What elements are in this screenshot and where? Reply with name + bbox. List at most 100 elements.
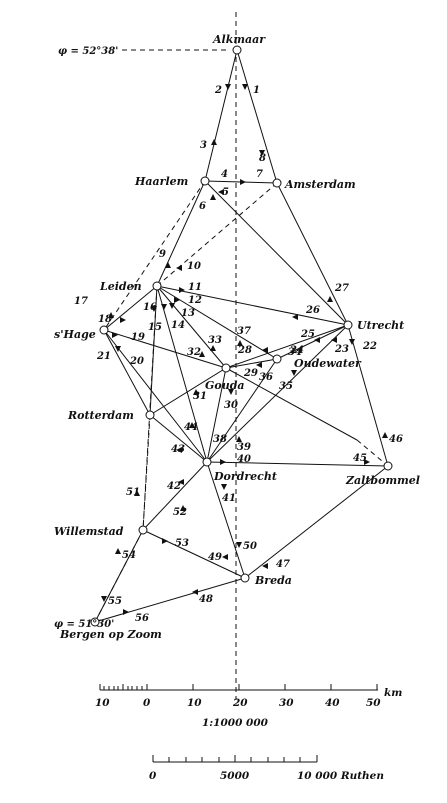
scale-km-label: 10 [187, 697, 202, 709]
direction-number: 19 [131, 332, 145, 343]
station-node-oudewater [272, 354, 282, 364]
scale-km-unit: km [384, 687, 402, 699]
station-label-amsterdam: Amsterdam [284, 178, 356, 191]
direction-number: 10 [187, 261, 201, 272]
station-node-utrecht [343, 320, 353, 330]
station-label-alkmaar: Alkmaar [212, 33, 266, 46]
scale-ruthen-label: 10 000 Ruthen [297, 770, 384, 782]
station-nodes [90, 45, 393, 627]
scale-ratio: 1:1000 000 [202, 717, 269, 729]
station-node-zaltbommel [383, 461, 393, 471]
station-label-rotterdam: Rotterdam [67, 409, 134, 422]
direction-number: 21 [96, 351, 111, 362]
direction-number: 26 [305, 305, 320, 316]
direction-number: 45 [353, 453, 367, 464]
direction-number: 32 [187, 347, 201, 358]
scale-km-label: 40 [325, 697, 340, 709]
station-label-gouda: Gouda [205, 379, 245, 392]
scale-bar-ruthen: 0 5000 10 000 Ruthen [149, 755, 384, 782]
station-labels: Alkmaar Haarlem Amsterdam Leiden s'Hage … [54, 33, 420, 641]
network-edges-dashed [94, 180, 389, 623]
direction-number: 29 [243, 368, 258, 379]
direction-numbers: 1 2 3 4 5 6 7 8 9 10 11 12 13 14 15 16 1… [74, 85, 403, 624]
scale-ruthen-label: 5000 [220, 770, 250, 782]
direction-number: 31 [193, 391, 207, 402]
direction-number: 51 [126, 487, 140, 498]
station-label-dordrecht: Dordrecht [213, 470, 277, 483]
direction-number: 9 [159, 249, 166, 260]
latitude-bottom: φ = 51°30' [54, 619, 114, 630]
direction-number: 23 [334, 344, 349, 355]
direction-arrows [101, 84, 388, 615]
scale-km-label: 20 [232, 697, 248, 709]
network-edges [94, 49, 389, 623]
direction-number: 38 [213, 434, 227, 445]
station-label-zaltbommel: Zaltbommel [345, 474, 420, 487]
station-node-dordrecht [202, 457, 212, 467]
direction-number: 15 [148, 322, 162, 333]
direction-number: 5 [222, 187, 229, 198]
station-label-willemstad: Willemstad [54, 525, 124, 538]
direction-number: 4 [221, 169, 228, 180]
station-node-leiden [152, 281, 162, 291]
direction-number: 39 [237, 442, 251, 453]
direction-number: 8 [259, 153, 266, 164]
direction-number: 27 [334, 283, 349, 294]
direction-number: 36 [259, 372, 273, 383]
direction-number: 7 [256, 169, 263, 180]
direction-number: 47 [276, 559, 290, 570]
station-label-breda: Breda [254, 574, 292, 587]
station-node-rotterdam [145, 410, 155, 420]
station-label-bergen: Bergen op Zoom [59, 628, 162, 641]
direction-number: 40 [237, 454, 251, 465]
scale-ruthen-label: 0 [149, 770, 157, 782]
direction-number: 11 [188, 282, 202, 293]
scale-km-label: 0 [143, 697, 151, 709]
direction-number: 16 [143, 302, 157, 313]
station-label-haarlem: Haarlem [134, 175, 188, 188]
direction-number: 12 [188, 295, 202, 306]
latitude-top: φ = 52°38' [58, 46, 118, 57]
direction-number: 1 [253, 85, 260, 96]
direction-number: 30 [224, 400, 238, 411]
direction-number: 25 [300, 329, 315, 340]
direction-number: 56 [135, 613, 149, 624]
station-node-alkmaar [232, 45, 242, 55]
station-node-bergen [90, 617, 100, 627]
direction-number: 49 [208, 552, 222, 563]
direction-number: 24 [289, 345, 304, 356]
direction-number: 20 [129, 356, 144, 367]
station-label-leiden: Leiden [99, 280, 142, 293]
scale-km-label: 50 [366, 697, 381, 709]
direction-number: 17 [74, 296, 88, 307]
direction-number: 35 [279, 381, 293, 392]
direction-number: 34 [288, 347, 302, 358]
direction-number: 42 [167, 481, 181, 492]
scale-km-label: 30 [279, 697, 294, 709]
direction-number: 55 [108, 596, 122, 607]
direction-number: 18 [98, 314, 112, 325]
direction-number: 37 [237, 326, 251, 337]
station-label-oudewater: Oudewater [294, 357, 362, 370]
direction-number: 22 [362, 341, 377, 352]
direction-number: 53 [175, 538, 189, 549]
direction-number: 52 [173, 507, 187, 518]
direction-number: 48 [199, 594, 213, 605]
station-node-haarlem [200, 176, 210, 186]
station-node-breda [240, 573, 250, 583]
direction-number: 6 [199, 201, 206, 212]
direction-number: 14 [171, 320, 185, 331]
direction-number: 50 [243, 541, 257, 552]
station-node-amsterdam [272, 178, 282, 188]
direction-number: 33 [208, 335, 222, 346]
direction-number: 2 [214, 85, 222, 96]
station-node-gouda [221, 363, 231, 373]
direction-number: 13 [181, 308, 195, 319]
direction-number: 41 [222, 493, 236, 504]
direction-number: 3 [200, 140, 207, 151]
scale-km-label: 10 [95, 697, 110, 709]
direction-number: 28 [237, 345, 252, 356]
station-label-utrecht: Utrecht [357, 319, 404, 332]
